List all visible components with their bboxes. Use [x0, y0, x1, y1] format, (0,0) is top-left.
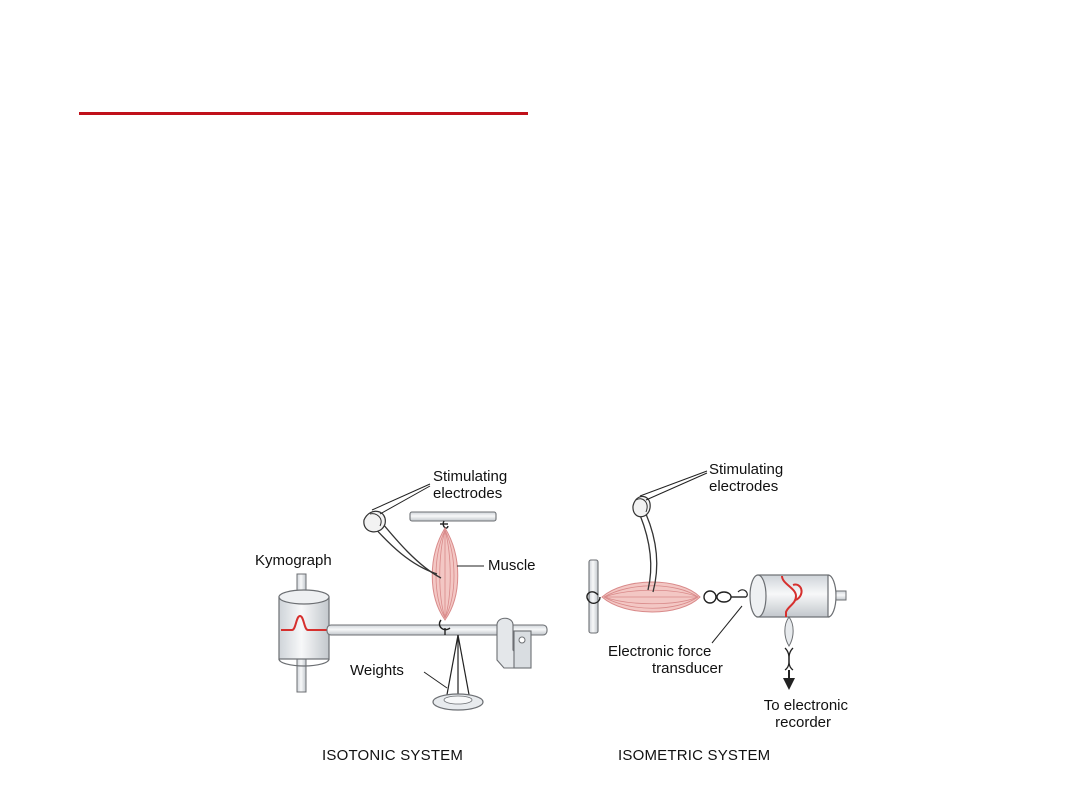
force-transducer-label-line1: Electronic force: [608, 643, 712, 660]
isometric-electrodes-label: Stimulating electrodes: [709, 461, 783, 495]
kymograph-label: Kymograph: [255, 552, 332, 569]
upper-clamp-bar: [409, 511, 497, 522]
lever-fulcrum: [496, 617, 532, 669]
lever-arm: [326, 624, 548, 636]
isotonic-electrodes-label: Stimulating electrodes: [433, 468, 507, 502]
isometric-system: [586, 470, 847, 690]
kymograph-trace: [281, 614, 327, 631]
isometric-stimulating-electrodes: [632, 495, 658, 593]
transducer-trace: [781, 575, 798, 617]
isotonic-electrodes-label-line2: electrodes: [433, 485, 503, 502]
recorder-label-line1: To electronic: [763, 697, 848, 714]
recorder-label: To electronic recorder: [728, 697, 848, 731]
isotonic-caption: ISOTONIC SYSTEM: [322, 747, 464, 764]
kymograph-drum: [278, 589, 330, 667]
force-transducer-label: Electronic force transducer: [608, 643, 748, 677]
recorder-label-line2: recorder: [775, 714, 831, 731]
force-transducer-label-line2: transducer: [652, 660, 723, 677]
title-accent-rule: [79, 112, 528, 115]
recorder-cable: [783, 616, 795, 690]
isotonic-system: [278, 483, 548, 711]
electronic-force-transducer: [749, 574, 847, 618]
isometric-electrodes-label-line1: Stimulating: [709, 461, 784, 478]
isometric-muscle: [601, 581, 701, 613]
fixed-clamp-post: [588, 559, 599, 634]
transducer-coupling: [703, 589, 748, 604]
isotonic-stimulating-electrodes: [363, 510, 442, 579]
isotonic-muscle: [431, 527, 459, 621]
weights-label: Weights: [350, 662, 404, 679]
isometric-caption: ISOMETRIC SYSTEM: [618, 747, 771, 764]
weights: [432, 634, 484, 711]
muscle-label: Muscle: [488, 557, 536, 574]
isotonic-electrodes-label-line1: Stimulating: [433, 468, 508, 485]
isometric-electrodes-label-line2: electrodes: [709, 478, 779, 495]
